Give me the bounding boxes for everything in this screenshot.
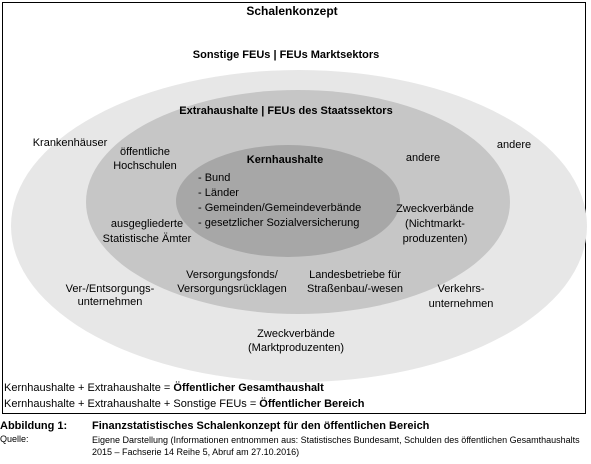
- label-zweck-markt-1: Zweckverbände: [257, 328, 335, 340]
- label-ver-entsorgung-1: Ver-/Entsorgungs-: [65, 283, 155, 295]
- label-aemter-1: ausgegliederte: [110, 218, 184, 230]
- equation-1-result: Öffentlicher Gesamthaushalt: [173, 382, 324, 394]
- equation-2-result: Öffentlicher Bereich: [259, 398, 365, 410]
- diagram-frame: [2, 2, 586, 414]
- equation-gesamthaushalt: Kernhaushalte + Extrahaushalte = Öffentl…: [4, 381, 324, 395]
- inner-shell: [176, 145, 400, 257]
- core-item-laender: - Länder: [198, 187, 239, 199]
- caption-label: Abbildung 1:: [0, 420, 68, 432]
- label-versorgungsfonds-2: Versorgungsrücklagen: [177, 283, 287, 295]
- diagram-title: Schalenkonzept: [246, 4, 338, 18]
- label-outer-andere: andere: [496, 139, 532, 151]
- label-krankenhaeuser: Krankenhäuser: [32, 137, 108, 149]
- label-verkehr-2: unternehmen: [428, 298, 494, 310]
- label-middle-andere: andere: [405, 152, 441, 164]
- source-label: Quelle:: [0, 434, 29, 444]
- equation-2-prefix: Kernhaushalte + Extrahaushalte + Sonstig…: [4, 398, 260, 410]
- label-zweck-nichtmarkt-2: (Nichtmarkt-: [405, 218, 465, 230]
- label-ver-entsorgung-2: unternehmen: [77, 296, 143, 308]
- core-item-bund: - Bund: [198, 172, 231, 184]
- equation-oeffentlicher-bereich: Kernhaushalte + Extrahaushalte + Sonstig…: [4, 397, 364, 411]
- label-verkehr-1: Verkehrs-: [437, 283, 485, 295]
- outer-shell-heading: Sonstige FEUs | FEUs Marktsektors: [192, 49, 380, 61]
- label-landesbetriebe-1: Landesbetriebe für: [309, 269, 401, 281]
- figure-caption: Abbildung 1: Finanzstatistisches Schalen…: [0, 420, 591, 460]
- label-aemter-2: Statistische Ämter: [102, 233, 192, 245]
- middle-shell-heading: Extrahaushalte | FEUs des Staatssektors: [179, 105, 393, 117]
- equation-1-prefix: Kernhaushalte + Extrahaushalte =: [4, 382, 174, 394]
- inner-shell-heading: Kernhaushalte: [246, 154, 324, 166]
- core-item-sozialversicherung: - gesetzlicher Sozialversicherung: [198, 217, 360, 229]
- source-text: Eigene Darstellung (Informationen entnom…: [92, 435, 580, 457]
- label-landesbetriebe-2: Straßenbau/-wesen: [307, 283, 403, 295]
- label-zweck-markt-2: (Marktproduzenten): [248, 342, 344, 354]
- core-budget-list: - Bund - Länder - Gemeinden/Gemeindeverb…: [198, 171, 361, 231]
- core-item-gemeinden: - Gemeinden/Gemeindeverbände: [198, 202, 362, 214]
- label-zweck-nichtmarkt-3: produzenten): [402, 233, 468, 245]
- label-hochschulen-2: Hochschulen: [113, 160, 177, 172]
- label-versorgungsfonds-1: Versorgungsfonds/: [186, 269, 278, 281]
- caption-text: Finanzstatistisches Schalenkonzept für d…: [92, 420, 430, 432]
- label-hochschulen-1: öffentliche: [120, 146, 170, 158]
- label-zweck-nichtmarkt-1: Zweckverbände: [396, 203, 474, 215]
